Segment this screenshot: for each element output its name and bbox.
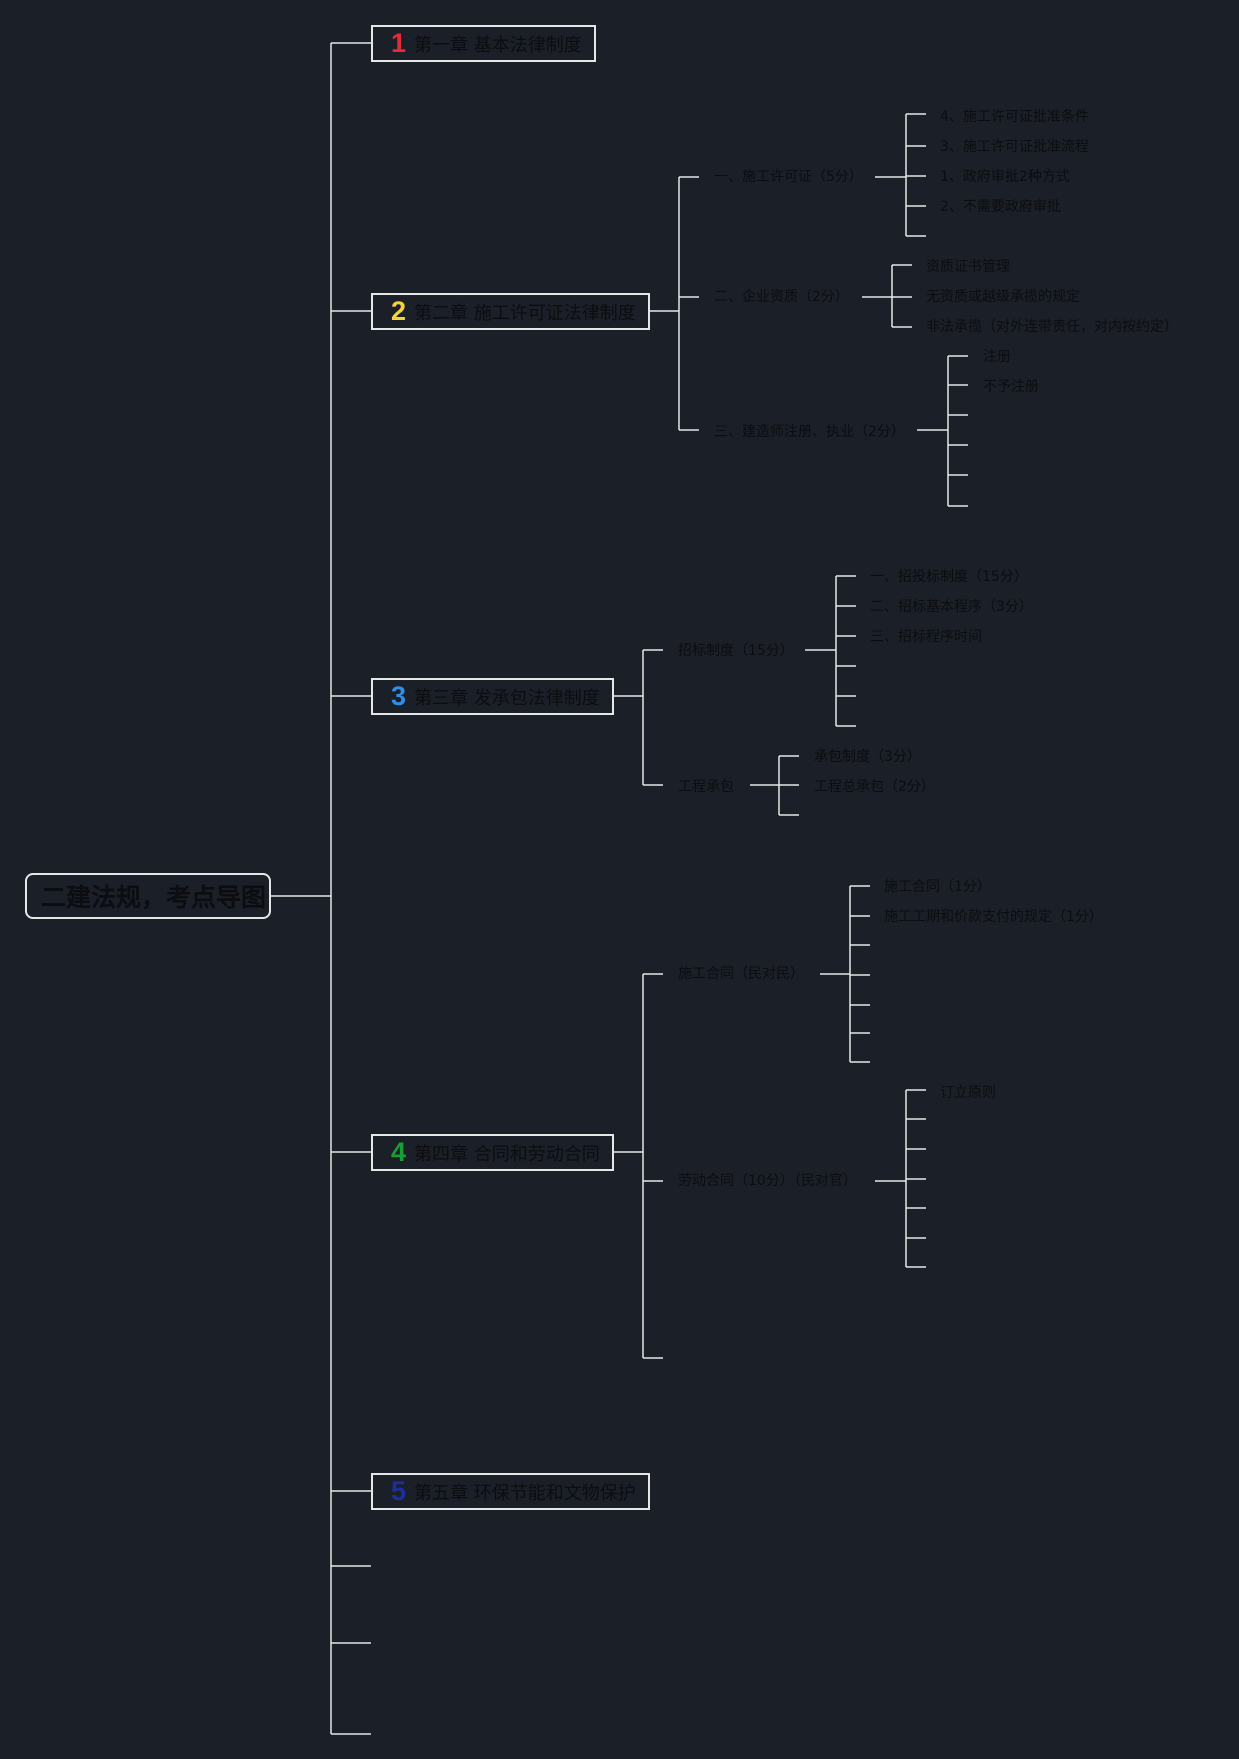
chapter-5-title: 第五章 环保节能和文物保护 — [414, 1482, 636, 1504]
chapter-2-title: 第二章 施工许可证法律制度 — [414, 302, 636, 324]
chapter-5-number: 5 — [391, 1476, 407, 1506]
ch3-s2-item-2[interactable]: 工程总承包（2分） — [814, 779, 935, 795]
ch4-s1-item-2[interactable]: 施工工期和价款支付的规定（1分） — [884, 909, 1103, 925]
ch2-s3-item-1[interactable]: 注册 — [983, 349, 1011, 365]
ch2-s3-item-2[interactable]: 不予注册 — [983, 379, 1039, 395]
ch2-s1-item-3[interactable]: 1、政府审批2种方式 — [940, 169, 1070, 185]
ch3-s1-item-1[interactable]: 一、招投标制度（15分） — [870, 569, 1028, 585]
chapter-3-title: 第三章 发承包法律制度 — [414, 687, 600, 709]
chapter-3-number: 3 — [391, 681, 407, 711]
chapter-4-title: 第四章 合同和劳动合同 — [414, 1143, 600, 1165]
ch4-s2-item-1[interactable]: 订立原则 — [940, 1085, 996, 1101]
chapter-1-title: 第一章 基本法律制度 — [414, 34, 582, 56]
ch2-s1-item-1[interactable]: 4、施工许可证批准条件 — [940, 109, 1089, 125]
ch2-section-3-label[interactable]: 三、建造师注册、执业（2分） — [714, 424, 905, 440]
ch3-s1-item-3[interactable]: 三、招标程序时间 — [870, 629, 982, 645]
ch2-s2-item-2[interactable]: 无资质或越级承揽的规定 — [926, 289, 1080, 305]
ch2-s1-item-2[interactable]: 3、施工许可证批准流程 — [940, 139, 1089, 155]
chapter-1-number: 1 — [391, 28, 407, 58]
chapter-3-node[interactable]: 3 第三章 发承包法律制度 — [371, 678, 614, 715]
ch2-s2-item-3[interactable]: 非法承揽（对外连带责任，对内按约定） — [926, 319, 1178, 335]
ch4-s1-item-1[interactable]: 施工合同（1分） — [884, 879, 991, 895]
ch4-section-2-label[interactable]: 劳动合同（10分）（民对官） — [678, 1173, 857, 1189]
ch4-section-1-label[interactable]: 施工合同（民对民） — [678, 966, 804, 982]
ch2-s1-item-4[interactable]: 2、不需要政府审批 — [940, 199, 1061, 215]
ch2-section-2-label[interactable]: 二、企业资质（2分） — [714, 289, 849, 305]
chapter-4-node[interactable]: 4 第四章 合同和劳动合同 — [371, 1134, 614, 1171]
ch3-s1-item-2[interactable]: 二、招标基本程序（3分） — [870, 599, 1033, 615]
ch2-s2-item-1[interactable]: 资质证书管理 — [926, 259, 1010, 275]
ch2-section-1-label[interactable]: 一、施工许可证（5分） — [714, 169, 863, 185]
ch3-s2-item-1[interactable]: 承包制度（3分） — [814, 749, 921, 765]
chapter-2-number: 2 — [391, 296, 407, 326]
chapter-4-number: 4 — [391, 1137, 407, 1167]
root-label: 二建法规，考点导图 — [41, 883, 267, 912]
ch3-section-2-label[interactable]: 工程承包 — [678, 779, 734, 795]
ch3-section-1-label[interactable]: 招标制度（15分） — [678, 643, 794, 659]
chapter-2-node[interactable]: 2 第二章 施工许可证法律制度 — [371, 293, 650, 330]
chapter-5-node[interactable]: 5 第五章 环保节能和文物保护 — [371, 1473, 650, 1510]
chapter-1-node[interactable]: 1 第一章 基本法律制度 — [371, 25, 596, 62]
root-node[interactable]: 二建法规，考点导图 — [25, 873, 271, 919]
